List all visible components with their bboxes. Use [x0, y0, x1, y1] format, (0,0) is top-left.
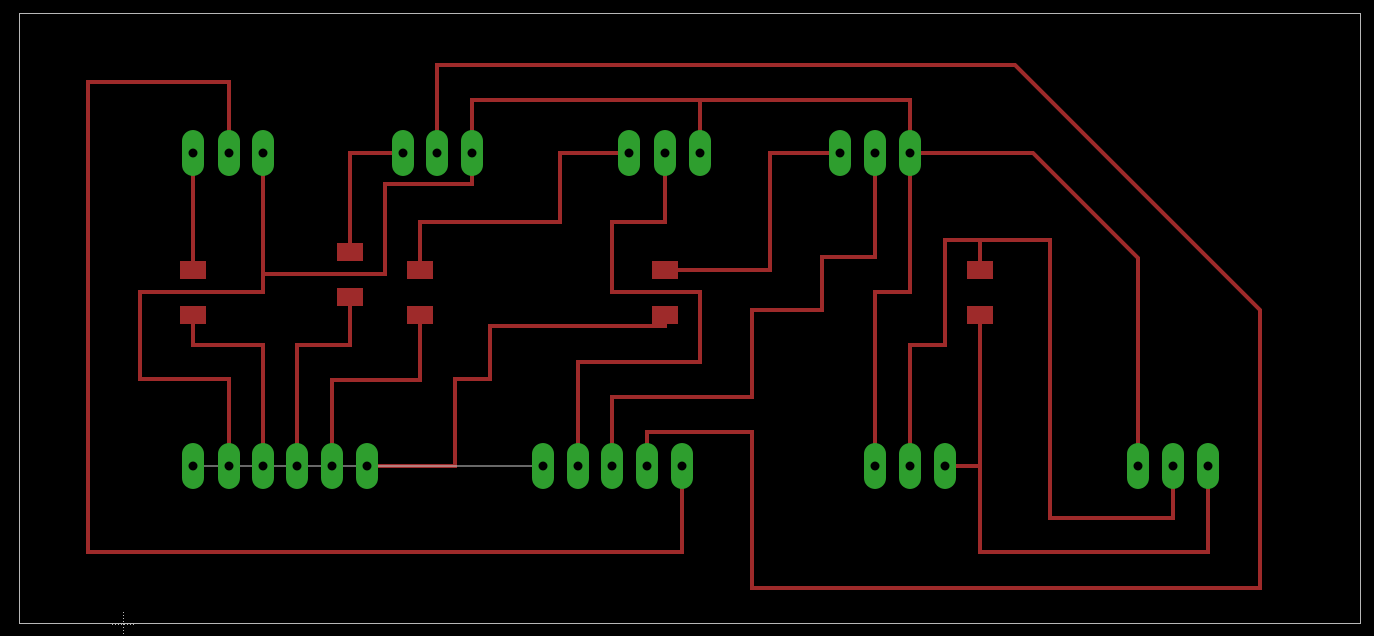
- copper-trace: [418, 151, 631, 272]
- drill-hole: [224, 461, 234, 471]
- drill-hole: [1203, 461, 1213, 471]
- smd-pad[interactable]: [967, 306, 993, 324]
- drill-hole: [538, 461, 548, 471]
- drill-hole: [258, 461, 268, 471]
- origin-marker: [112, 612, 136, 636]
- drill-hole: [258, 148, 268, 158]
- drill-hole: [695, 148, 705, 158]
- copper-trace: [348, 151, 405, 254]
- drill-hole: [188, 461, 198, 471]
- board-outline: [19, 13, 1361, 624]
- drill-hole: [677, 461, 687, 471]
- copper-trace: [138, 151, 265, 468]
- copper-trace: [435, 63, 1262, 590]
- drill-hole: [905, 461, 915, 471]
- smd-pads: [180, 243, 993, 324]
- drill-hole: [905, 148, 915, 158]
- drill-hole: [607, 461, 617, 471]
- copper-trace: [470, 98, 912, 155]
- smd-pad[interactable]: [407, 306, 433, 324]
- drill-hole: [642, 461, 652, 471]
- drill-hole: [1168, 461, 1178, 471]
- drill-hole: [573, 461, 583, 471]
- drill-hole: [362, 461, 372, 471]
- drill-hole: [327, 461, 337, 471]
- drill-hole: [432, 148, 442, 158]
- drill-hole: [624, 148, 634, 158]
- copper-trace: [978, 313, 1210, 554]
- drill-hole: [292, 461, 302, 471]
- smd-pad[interactable]: [337, 243, 363, 261]
- smd-pad[interactable]: [652, 306, 678, 324]
- copper-trace: [295, 295, 352, 468]
- drill-hole: [1133, 461, 1143, 471]
- copper-trace: [978, 238, 1175, 520]
- through-hole-pads: [182, 130, 1219, 489]
- smd-pad[interactable]: [652, 261, 678, 279]
- drill-hole: [188, 148, 198, 158]
- copper-trace: [873, 151, 912, 468]
- drill-hole: [224, 148, 234, 158]
- smd-pad[interactable]: [337, 288, 363, 306]
- drill-hole: [467, 148, 477, 158]
- smd-pad[interactable]: [407, 261, 433, 279]
- drill-hole: [870, 148, 880, 158]
- drill-hole: [835, 148, 845, 158]
- drill-hole: [940, 461, 950, 471]
- copper-trace: [610, 151, 877, 468]
- copper-traces: [86, 63, 1262, 590]
- copper-trace: [86, 80, 684, 554]
- copper-trace: [663, 151, 842, 272]
- copper-trace: [330, 313, 422, 468]
- copper-trace: [191, 313, 265, 468]
- copper-trace: [908, 238, 947, 468]
- copper-trace: [908, 151, 1140, 468]
- drill-hole: [660, 148, 670, 158]
- copper-trace: [576, 151, 702, 468]
- drill-hole: [870, 461, 880, 471]
- smd-pad[interactable]: [180, 261, 206, 279]
- drill-hole: [398, 148, 408, 158]
- smd-pad[interactable]: [967, 261, 993, 279]
- smd-pad[interactable]: [180, 306, 206, 324]
